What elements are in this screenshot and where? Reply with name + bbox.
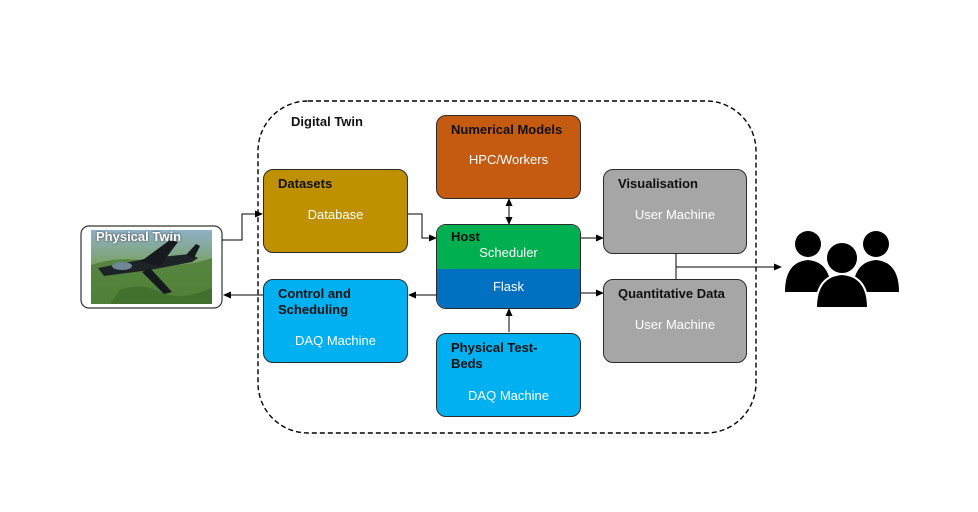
control-scheduling-title: Control and Scheduling <box>278 286 351 317</box>
physical-test-beds-box: Physical Test-Beds DAQ Machine <box>436 333 581 417</box>
host-scheduler-label: Scheduler <box>479 245 538 260</box>
numerical-models-title: Numerical Models <box>451 122 563 137</box>
physical-twin-label: Physical Twin <box>96 229 182 244</box>
visualisation-box: Visualisation User Machine <box>603 169 747 254</box>
quantitative-data-box: Quantitative Data User Machine <box>603 279 747 363</box>
host-scheduler-panel <box>437 225 580 269</box>
visualisation-title: Visualisation <box>618 176 698 191</box>
arrow-datasets-to-host <box>407 213 437 242</box>
numerical-models-subtitle: HPC/Workers <box>468 152 549 167</box>
physical-test-beds-title: Physical Test-Beds <box>451 340 538 371</box>
host-flask-panel <box>437 269 580 308</box>
numerical-models-box: Numerical Models HPC/Workers <box>436 115 581 199</box>
jet-icon <box>98 240 200 294</box>
physical-twin-photo <box>80 225 223 309</box>
host-title: Host <box>451 229 480 244</box>
host-box: Host Scheduler Flask <box>436 224 581 309</box>
host-flask-label: Flask <box>492 279 525 294</box>
control-scheduling-box: Control and Scheduling DAQ Machine <box>263 279 408 363</box>
datasets-subtitle: Database <box>307 207 364 222</box>
arrow-physical-to-datasets <box>222 213 262 241</box>
quantitative-data-subtitle: User Machine <box>634 317 716 332</box>
datasets-title: Datasets <box>278 176 333 191</box>
control-scheduling-subtitle: DAQ Machine <box>295 333 376 348</box>
users-group-icon <box>785 231 899 309</box>
datasets-box: Datasets Database <box>263 169 408 253</box>
quantitative-data-title: Quantitative Data <box>618 286 725 301</box>
physical-test-beds-subtitle: DAQ Machine <box>468 388 549 403</box>
visualisation-subtitle: User Machine <box>634 207 716 222</box>
connectors <box>222 198 782 332</box>
digital-twin-title: Digital Twin <box>291 114 363 129</box>
